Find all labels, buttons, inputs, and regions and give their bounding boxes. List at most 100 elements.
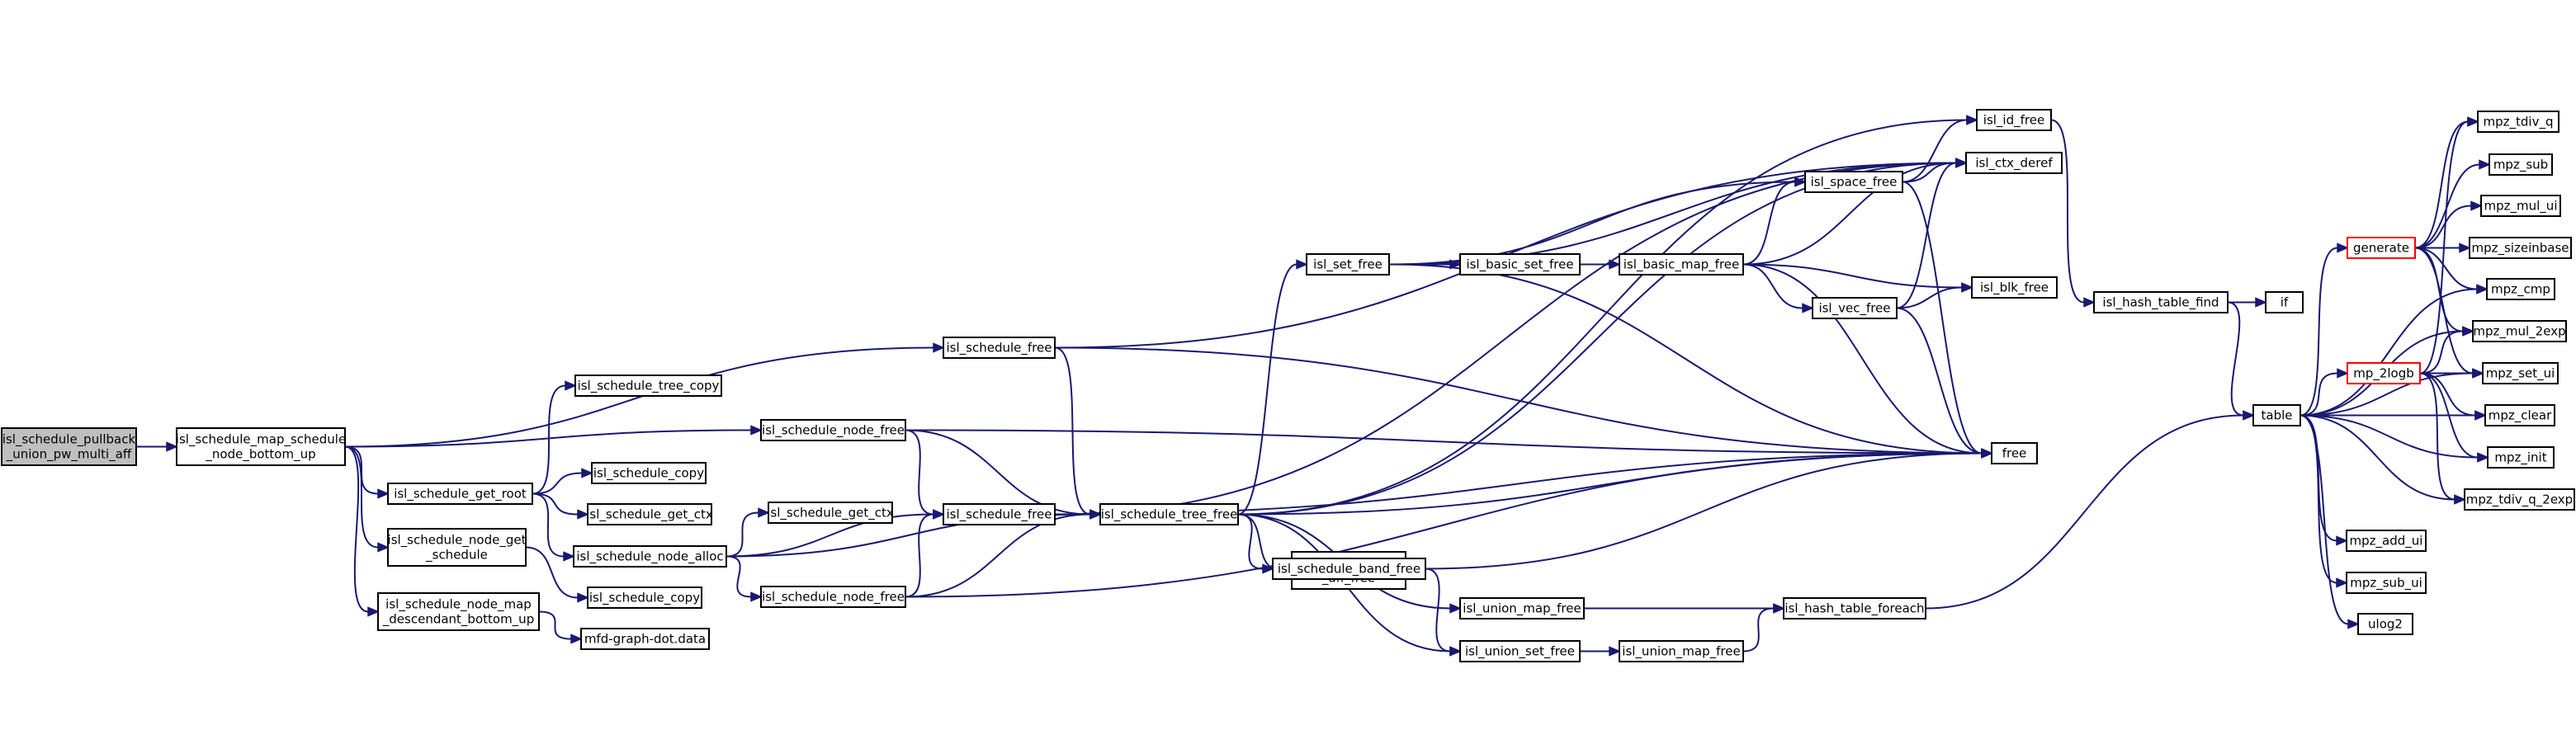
node-mpz-mul-2exp[interactable]: mpz_mul_2exp (2472, 320, 2567, 342)
edge-arrowhead (2336, 577, 2348, 588)
node-box (176, 427, 346, 466)
node-get-ctx1[interactable]: isl_schedule_get_ctx (586, 503, 713, 525)
node-node-map-desc[interactable]: isl_schedule_node_map_descendant_bottom_… (377, 592, 540, 631)
node-blk-free[interactable]: isl_blk_free (1971, 276, 2058, 299)
edge-node_alloc-to-node_free_bot (726, 555, 763, 602)
edge-line (344, 346, 934, 448)
edge-arrowhead (1089, 509, 1102, 520)
edge-node_map_desc-to-mfd (538, 610, 583, 644)
node-uset-free[interactable]: isl_union_set_free (1459, 640, 1581, 662)
edge-tree_free-to-band_free (1237, 513, 1274, 574)
edge-line (905, 513, 934, 598)
edge-node_free_bot-to-sched_free_mid (905, 509, 945, 598)
node-label: mpz_mul_2exp (2473, 324, 2565, 340)
edge-arrowhead (2476, 284, 2489, 294)
node-id-free[interactable]: isl_id_free (1976, 109, 2052, 131)
node-map-sched-bu[interactable]: isl_schedule_map_schedule_node_bottom_up (176, 427, 346, 466)
node-set-free[interactable]: isl_set_free (1306, 253, 1390, 276)
node-sched-copy2[interactable]: isl_schedule_copy (587, 586, 702, 609)
edge-arrowhead (1794, 177, 1807, 187)
node-label: _descendant_bottom_up (382, 612, 534, 628)
node-label: ulog2 (2368, 617, 2403, 632)
node-node-alloc[interactable]: isl_schedule_node_alloc (573, 545, 727, 568)
node-label: mpz_sub_ui (2350, 576, 2422, 591)
edge-bmap_free-to-vec_free (1742, 263, 1814, 313)
edge-arrowhead (2083, 297, 2096, 308)
edge-ht_foreach-to-table (1925, 410, 2255, 610)
edge-band_free-to-uset_free (1425, 568, 1462, 657)
edge-arrowhead (1449, 646, 1462, 657)
node-tree-copy[interactable]: isl_schedule_tree_copy (574, 374, 722, 397)
edge-line (2299, 414, 2337, 584)
node-mpz-clear[interactable]: mpz_clear (2484, 404, 2555, 426)
edge-table-to-mp_2logb (2299, 368, 2349, 417)
edge-line (532, 472, 583, 495)
edge-arrowhead (1609, 259, 1621, 270)
edge-line (2299, 414, 2349, 625)
node-root[interactable]: isl_schedule_pullback_union_pw_multi_aff (1, 427, 137, 466)
node-space-free[interactable]: isl_space_free (1804, 171, 1903, 193)
node-mpz-set-ui[interactable]: mpz_set_ui (2482, 362, 2559, 384)
edge-vec_free-to-blk_free (1896, 282, 1973, 309)
node-mp-2logb[interactable]: mp_2logb (2347, 362, 2421, 384)
node-label: isl_ctx_deref (1975, 156, 2053, 172)
edge-arrowhead (2454, 494, 2466, 505)
node-table[interactable]: table (2252, 404, 2301, 426)
node-bset-free[interactable]: isl_basic_set_free (1459, 253, 1581, 276)
edge-line (1896, 307, 1983, 455)
node-sched-copy1[interactable]: isl_schedule_copy (591, 462, 707, 484)
node-mpz-mul-ui[interactable]: mpz_mul_ui (2480, 195, 2561, 217)
node-node-get-sched[interactable]: isl_schedule_node_get_schedule (387, 528, 527, 567)
node-umap-free1[interactable]: isl_union_map_free (1459, 597, 1585, 619)
node-mpz-tdiv-q[interactable]: mpz_tdiv_q (2477, 111, 2559, 133)
node-mpz-sub-ui[interactable]: mpz_sub_ui (2346, 572, 2427, 594)
edge-line (2419, 372, 2455, 501)
node-sched-free-top[interactable]: isl_schedule_free (943, 337, 1056, 359)
edge-arrowhead (2470, 200, 2483, 211)
node-mpz-add-ui[interactable]: mpz_add_ui (2346, 530, 2427, 552)
node-free[interactable]: free (1991, 442, 2038, 464)
node-label: isl_hash_table_foreach (1784, 601, 1924, 617)
node-band-free[interactable]: isl_schedule_band_free (1272, 558, 1426, 580)
node-ht-find[interactable]: isl_hash_table_find (2093, 291, 2229, 313)
edge-line (1742, 181, 1796, 266)
node-generate[interactable]: generate (2347, 237, 2416, 259)
edge-arrowhead (2337, 243, 2349, 253)
node-ht-foreach[interactable]: isl_hash_table_foreach (1783, 597, 1926, 619)
node-sched-free-mid[interactable]: isl_schedule_free (943, 503, 1056, 525)
edge-node_free_bot-to-tree_free (905, 509, 1102, 598)
node-tree-free[interactable]: isl_schedule_tree_free (1099, 503, 1239, 525)
node-vec-free[interactable]: isl_vec_free (1812, 297, 1898, 319)
edge-bmap_free-to-space_free (1742, 177, 1807, 266)
node-mpz-cmp[interactable]: mpz_cmp (2486, 278, 2555, 300)
node-get-ctx2[interactable]: isl_schedule_get_ctx (767, 502, 894, 524)
node-mpz-sizeinbase[interactable]: mpz_sizeinbase (2469, 237, 2572, 259)
node-node-free-top[interactable]: isl_schedule_node_free (760, 419, 906, 441)
edge-arrowhead (570, 634, 583, 644)
edge-line (1902, 181, 1983, 455)
edge-arrowhead (1262, 563, 1274, 574)
node-label: isl_id_free (1983, 113, 2044, 129)
edge-arrowhead (1961, 282, 1973, 293)
node-ctx-deref[interactable]: isl_ctx_deref (1965, 152, 2063, 174)
edge-map_sched_bu-to-sched_free_top (344, 342, 945, 448)
node-ulog2[interactable]: ulog2 (2357, 613, 2413, 635)
node-box (587, 503, 712, 525)
node-mpz-tdiv-q-2exp[interactable]: mpz_tdiv_q_2exp (2464, 488, 2575, 511)
edge-line (905, 452, 1983, 598)
edge-arrowhead (377, 542, 390, 553)
node-label: isl_schedule_copy (593, 466, 704, 482)
node-umap-free2[interactable]: isl_union_map_free (1619, 640, 1744, 662)
node-mpz-sub[interactable]: mpz_sub (2489, 153, 2553, 176)
edge-line (905, 513, 1091, 598)
edge-map_sched_bu-to-node_free_top (344, 425, 763, 448)
node-bmap-free[interactable]: isl_basic_map_free (1619, 253, 1744, 276)
node-node-free-bot[interactable]: isl_schedule_node_free (760, 586, 906, 608)
node-if[interactable]: if (2265, 291, 2304, 313)
node-mpz-init[interactable]: mpz_init (2487, 446, 2555, 469)
node-mfd[interactable]: mfd-graph-dot.data (580, 628, 710, 650)
node-label: mpz_mul_ui (2484, 199, 2558, 214)
node-get-root[interactable]: isl_schedule_get_root (387, 483, 533, 505)
edge-line (344, 429, 752, 448)
edge-mp_2logb-to-mpz_tdiv_q_2exp (2419, 372, 2466, 505)
